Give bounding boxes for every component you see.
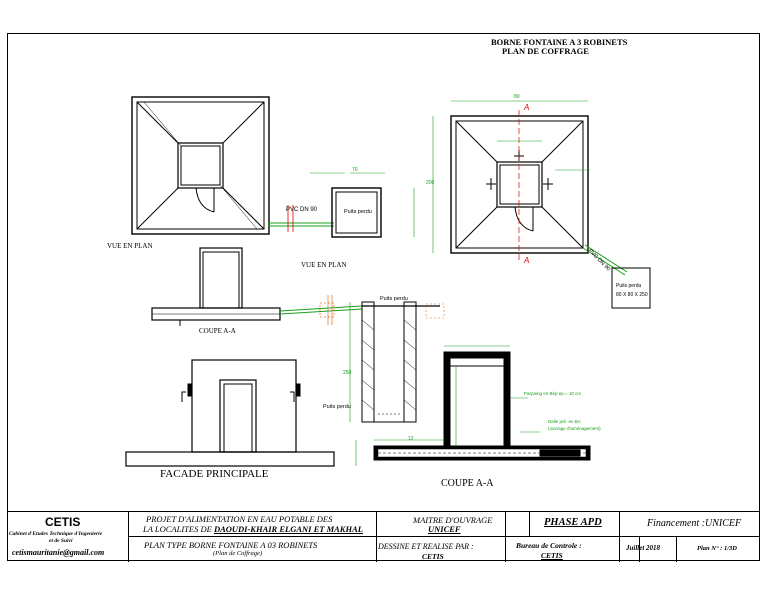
bureau-controle-label: Bureau de Controle :	[516, 541, 582, 550]
label-pvc-dn90: PVC DN 90	[286, 207, 318, 213]
maitre-ouvrage-label: MAITRE D'OUVRAGE	[413, 515, 493, 525]
company-subtitle-1: Cabinet d'Etudes Technique d'Ingenierie	[9, 531, 103, 537]
dim-top: 80	[514, 94, 520, 100]
phase-label: PHASE APD	[544, 517, 602, 528]
facade-principale	[125, 359, 335, 467]
label-section-a-top: A	[524, 103, 530, 112]
annotation-parpaing: Parpaing en Bép ep = 10 cm	[524, 391, 582, 396]
puits-perdu-section	[349, 301, 445, 423]
drawing-sheet-border	[7, 33, 760, 561]
project-line-2-prefix: LA LOCALITES DE	[143, 524, 214, 534]
label-puits-perdu-note-1: Puits perdu	[616, 283, 642, 289]
dim-height: 250	[343, 370, 352, 376]
label-puits-perdu-box: Puits perdu	[344, 209, 372, 215]
pvc-pipe-1	[268, 205, 334, 232]
annotation-ouvrage: (ouvrage d'aménagement)	[548, 426, 601, 431]
annotation-dalle: Dalle pré. en BA	[548, 419, 581, 424]
maitre-ouvrage-value: UNICEF	[428, 524, 461, 534]
company-email: cetismauritanie@gmail.com	[12, 548, 105, 557]
plan-type: PLAN TYPE BORNE FONTAINE A 03 ROBINETS	[144, 540, 318, 550]
financement: Financement :UNICEF	[647, 518, 742, 529]
label-vue-en-plan-1: VUE EN PLAN	[107, 242, 153, 250]
label-coupe-aa-small: COUPE A-A	[199, 327, 236, 335]
label-vue-en-plan-2: VUE EN PLAN	[301, 261, 347, 269]
dessine-label: DESSINE ET REALISE PAR :	[378, 542, 474, 551]
label-puits-perdu-top: Puits perdu	[380, 296, 408, 302]
project-line-2-localities: DAOUDI-KHAIR ELGANI ET MAKHAL	[213, 524, 363, 534]
label-facade-principale: FACADE PRINCIPALE	[160, 468, 269, 480]
plan-view-1	[131, 96, 270, 235]
puits-perdu-plan	[310, 172, 415, 238]
project-line-1: PROJET D'ALIMENTATION EN EAU POTABLE DES	[146, 514, 333, 524]
drawing-title-2: PLAN DE COFFRAGE	[502, 46, 589, 56]
plan-view-2	[432, 100, 651, 309]
coupe-aa-small	[151, 247, 281, 326]
dim-wall: 12	[408, 436, 414, 442]
bureau-controle-value: CETIS	[541, 551, 563, 560]
date: Juillet 2018	[626, 544, 661, 552]
plan-subtitle: (Plan de Coffrage)	[213, 550, 263, 557]
plan-number: Plan N° : 1/3D	[697, 545, 737, 552]
title-block: CETIS Cabinet d'Etudes Technique d'Ingen…	[7, 511, 760, 562]
dessine-value: CETIS	[422, 552, 444, 561]
label-section-a-bottom: A	[524, 256, 530, 265]
coupe-aa-large	[355, 345, 591, 466]
label-coupe-aa-large: COUPE A-A	[441, 478, 494, 489]
pvc-pipe-2	[279, 295, 363, 325]
label-puits-perdu-note-2: 80 X 80 X 250	[616, 292, 648, 298]
project-line-2: LA LOCALITES DE DAOUDI-KHAIR ELGANI ET M…	[143, 524, 363, 534]
company-subtitle-2: et de Suivi	[49, 538, 73, 544]
dim-side: 200	[426, 180, 435, 186]
dim-small: 70	[352, 167, 358, 173]
label-puits-perdu-side: Puits perdu	[323, 404, 351, 410]
company-name: CETIS	[45, 515, 81, 529]
drawing-title-1: BORNE FONTAINE A 3 ROBINETS	[491, 37, 628, 47]
